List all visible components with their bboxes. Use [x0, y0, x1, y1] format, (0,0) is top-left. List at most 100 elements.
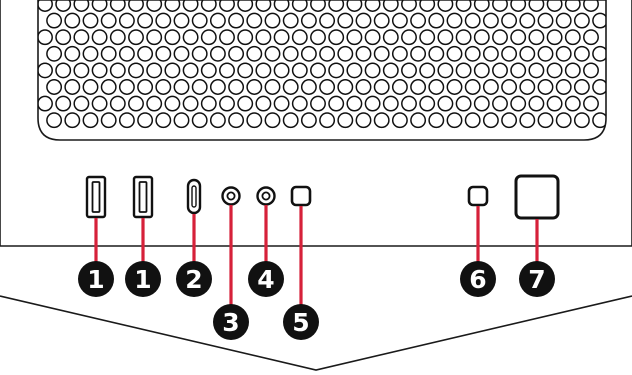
mesh-hole	[382, 95, 399, 112]
mesh-hole	[100, 112, 117, 129]
mesh-hole	[519, 45, 536, 62]
mesh-hole	[555, 12, 572, 29]
mesh-hole	[355, 79, 372, 95]
mesh-hole	[401, 95, 417, 112]
mesh-hole	[64, 45, 81, 62]
mesh-hole	[437, 95, 454, 112]
mesh-hole	[355, 12, 372, 29]
mesh-hole	[246, 112, 263, 129]
callout-1a: 1	[78, 261, 114, 297]
mesh-hole	[164, 29, 181, 46]
mesh-hole	[82, 45, 99, 62]
mesh-hole	[546, 62, 563, 79]
mesh-hole	[291, 95, 308, 112]
mesh-hole	[583, 29, 599, 46]
mesh-hole	[537, 45, 554, 62]
mesh-hole	[401, 62, 417, 79]
mesh-hole	[137, 112, 154, 129]
mesh-hole	[246, 12, 263, 29]
mesh-hole	[146, 0, 163, 12]
mesh-hole	[337, 112, 354, 129]
mesh-hole	[255, 62, 272, 79]
mesh-hole	[273, 95, 290, 112]
callout-3: 3	[213, 304, 249, 340]
mesh-hole	[364, 0, 381, 12]
mesh-hole	[64, 79, 81, 95]
mesh-hole	[382, 0, 399, 12]
mesh-hole	[464, 112, 481, 129]
mesh-hole	[182, 95, 199, 112]
mesh-hole	[501, 112, 518, 129]
mesh-hole	[209, 45, 226, 62]
audio-jack-icon	[261, 191, 271, 201]
mesh-hole	[228, 79, 245, 95]
callout-number: 4	[257, 265, 274, 294]
mesh-hole	[592, 45, 606, 62]
mesh-hole	[473, 62, 490, 79]
mesh-hole	[173, 112, 190, 129]
usb-c-icon	[191, 185, 197, 208]
mesh-hole	[209, 12, 226, 29]
mesh-hole	[310, 95, 326, 112]
mesh-hole	[410, 112, 427, 129]
mesh-hole	[528, 62, 545, 79]
mesh-hole	[437, 29, 454, 46]
mesh-hole	[200, 0, 217, 12]
mesh-hole	[291, 29, 308, 46]
mesh-hole	[300, 112, 317, 129]
leader-lines	[94, 205, 539, 305]
mesh-hole	[264, 79, 281, 95]
mesh-hole	[555, 45, 572, 62]
mesh-hole	[592, 112, 606, 129]
mesh-hole	[155, 79, 172, 95]
mesh-hole	[510, 62, 527, 79]
mesh-hole	[573, 45, 590, 62]
audio-jack-icon	[226, 191, 236, 201]
mesh-hole	[319, 12, 336, 29]
mesh-hole	[428, 45, 445, 62]
mesh-hole	[319, 112, 336, 129]
mesh-hole	[38, 0, 53, 12]
small-button	[467, 185, 489, 207]
mesh-hole	[364, 62, 381, 79]
callout-4: 4	[248, 261, 284, 297]
mesh-hole	[328, 95, 345, 112]
mesh-hole	[455, 0, 472, 12]
mesh-hole	[564, 0, 581, 12]
usb-a-icon	[91, 181, 101, 213]
mesh-hole	[137, 12, 154, 29]
mesh-hole	[546, 95, 563, 112]
mesh-hole	[228, 45, 245, 62]
mesh-hole	[337, 12, 354, 29]
mesh-hole	[592, 79, 606, 95]
mesh-hole	[564, 29, 581, 46]
mesh-hole	[200, 29, 217, 46]
mesh-hole	[501, 45, 518, 62]
mesh-hole	[173, 12, 190, 29]
small-button	[290, 185, 312, 207]
callout-1b: 1	[125, 261, 161, 297]
mesh-hole	[38, 29, 53, 46]
mesh-hole	[273, 0, 290, 12]
mesh-hole	[464, 45, 481, 62]
mesh-hole	[501, 79, 518, 95]
mesh-hole	[100, 12, 117, 29]
mesh-hole	[291, 0, 308, 12]
mesh-hole	[319, 79, 336, 95]
audio-jack	[256, 186, 276, 206]
mesh-hole	[128, 29, 144, 46]
mesh-hole	[583, 62, 599, 79]
mesh-hole	[573, 112, 590, 129]
mesh-hole	[310, 0, 326, 12]
mesh-hole	[482, 112, 499, 129]
mesh-hole	[482, 45, 499, 62]
mesh-hole	[155, 45, 172, 62]
mesh-hole	[573, 79, 590, 95]
mesh-hole	[564, 62, 581, 79]
mesh-hole	[82, 112, 99, 129]
mesh-hole	[437, 62, 454, 79]
mesh-hole	[428, 12, 445, 29]
callout-2: 2	[176, 261, 212, 297]
mesh-hole	[164, 95, 181, 112]
